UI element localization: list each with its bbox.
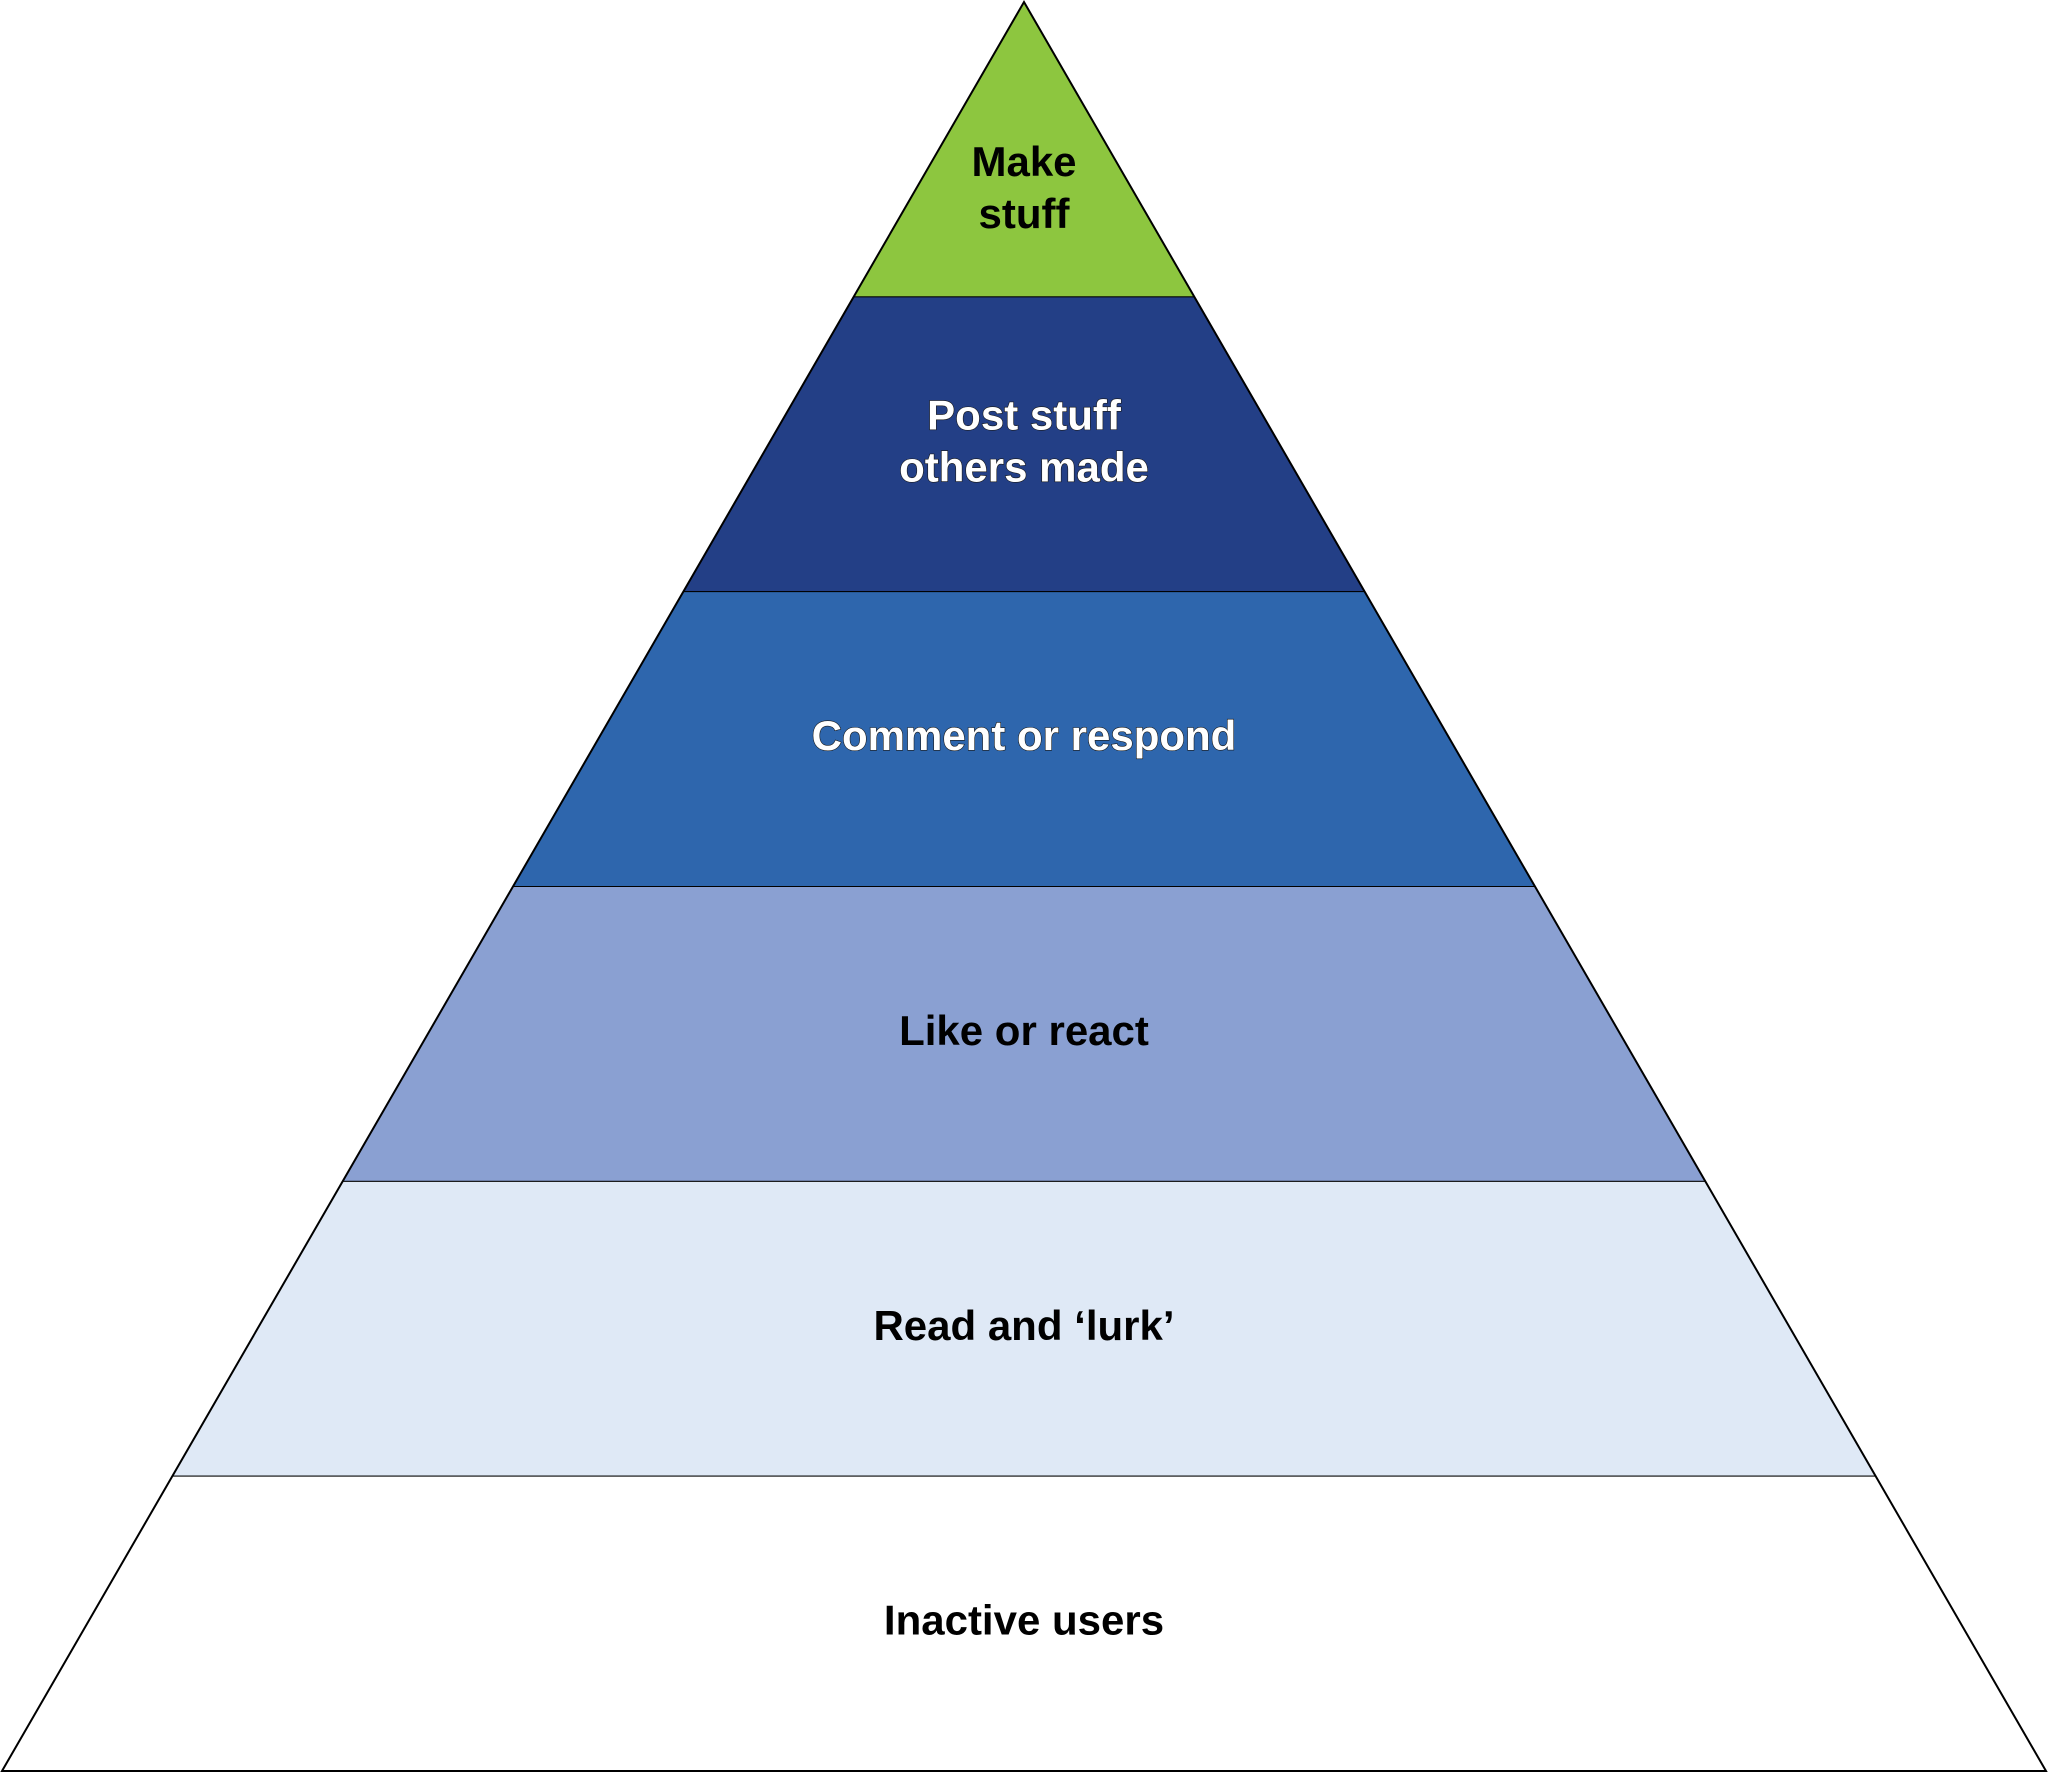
tier-make-stuff-label-line: stuff [979, 190, 1071, 237]
tier-make-stuff-label-line: Make [971, 138, 1076, 185]
tier-post-stuff-others-made-label-line: Post stuff [927, 391, 1122, 438]
tier-like-or-react-label-line: Like or react [899, 1007, 1149, 1054]
tier-post-stuff-others-made: Post stuff others made [682, 296, 1366, 593]
tier-comment-or-respond-label-line: Comment or respond [812, 712, 1237, 759]
tier-inactive-users: Inactive users [1, 1475, 2047, 1772]
tier-inactive-users-label-line: Inactive users [884, 1597, 1164, 1644]
tier-like-or-react: Like or react [341, 886, 1707, 1182]
tier-read-and-lurk-label-line: Read and ‘lurk’ [873, 1302, 1174, 1349]
tier-make-stuff: Make stuff [852, 1, 1196, 298]
tier-post-stuff-others-made-label-line: others made [899, 443, 1149, 490]
tier-comment-or-respond: Comment or respond [512, 591, 1536, 887]
tier-read-and-lurk: Read and ‘lurk’ [171, 1180, 1877, 1477]
